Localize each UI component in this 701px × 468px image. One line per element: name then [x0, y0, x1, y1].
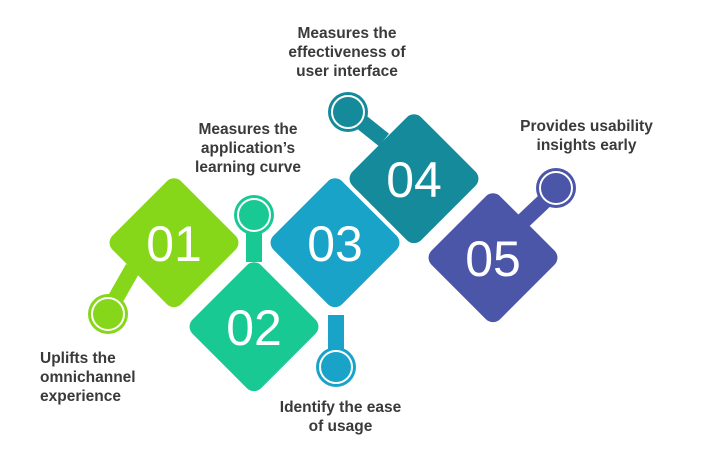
- piece-03: 03: [270, 178, 400, 308]
- caption-04: Measures the effectiveness of user inter…: [288, 25, 406, 80]
- connector-04-top: [328, 92, 389, 147]
- step-number-04: 04: [386, 152, 442, 208]
- step-number-01: 01: [146, 216, 202, 272]
- caption-01: Uplifts the omnichannel experience: [40, 350, 136, 405]
- step-number-02: 02: [226, 300, 282, 356]
- step-number-03: 03: [307, 216, 363, 272]
- piece-02: 02: [189, 262, 319, 392]
- piece-04: 04: [349, 114, 479, 244]
- caption-03: Measures the application’s learning curv…: [195, 121, 301, 176]
- piece-01: 01: [109, 178, 239, 308]
- connector-05-top: [514, 168, 576, 230]
- connector-03-bottom: [316, 315, 356, 387]
- step-number-05: 05: [465, 231, 521, 287]
- connector-02-top: [234, 195, 274, 262]
- caption-05: Provides usability insights early: [520, 118, 653, 154]
- connector-01: [88, 264, 140, 334]
- caption-02: Identify the ease of usage: [279, 399, 402, 435]
- piece-05: 05: [428, 193, 558, 323]
